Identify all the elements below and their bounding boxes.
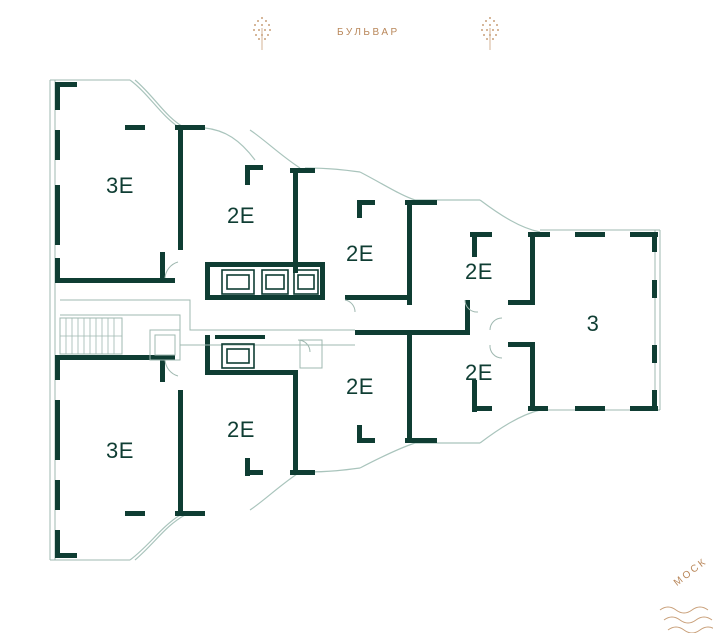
apartment-label[interactable]: 2Е bbox=[465, 360, 493, 385]
water-waves-icon bbox=[659, 606, 713, 634]
apartment-label[interactable]: 3 bbox=[586, 311, 600, 336]
stairs-icon bbox=[59, 317, 123, 355]
apartment-label[interactable]: 3Е bbox=[106, 438, 134, 463]
elevator-icon bbox=[221, 269, 319, 369]
apartment-label[interactable]: 2Е bbox=[346, 374, 374, 399]
tree-icon bbox=[481, 17, 499, 50]
street-name-boulevard: БУЛЬВАР bbox=[337, 27, 400, 38]
walls bbox=[55, 82, 658, 558]
facade-glazing bbox=[129, 79, 541, 561]
doors bbox=[164, 261, 503, 377]
apartment-label[interactable]: 2Е bbox=[227, 203, 255, 228]
apartment-label[interactable]: 2Е bbox=[227, 417, 255, 442]
corridor bbox=[60, 299, 355, 369]
apartment-label[interactable]: 2Е bbox=[346, 241, 374, 266]
apartment-label[interactable]: 3Е bbox=[106, 173, 134, 198]
apartment-label[interactable]: 2Е bbox=[465, 259, 493, 284]
tree-icon bbox=[253, 17, 271, 50]
building-outline bbox=[49, 79, 661, 561]
